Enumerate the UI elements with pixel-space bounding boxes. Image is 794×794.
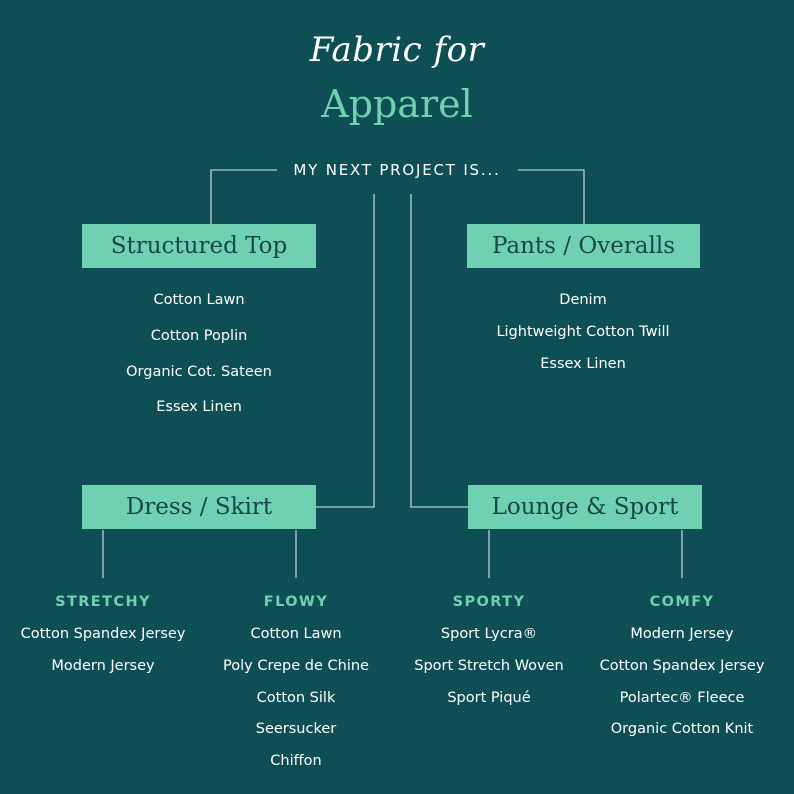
list-item: Essex Linen — [156, 399, 242, 415]
list-item: Seersucker — [255, 721, 337, 737]
list-item: Poly Crepe de Chine — [223, 658, 369, 674]
list-item: Cotton Poplin — [150, 328, 248, 344]
script-title: Fabric for — [309, 30, 485, 70]
category-box-dress-skirt: Dress / Skirt — [82, 485, 316, 529]
list-item: Cotton Lawn — [153, 292, 245, 308]
list-item: Lightweight Cotton Twill — [496, 324, 670, 340]
list-item: Sport Lycra® — [440, 626, 538, 642]
list-item: Essex Linen — [540, 356, 626, 372]
list-item: Organic Cot. Sateen — [126, 364, 272, 380]
connector-lounge-sport — [410, 194, 468, 508]
list-item: Cotton Spandex Jersey — [20, 626, 186, 642]
subheading-sporty: SPORTY — [452, 594, 526, 610]
list-item: Cotton Lawn — [250, 626, 342, 642]
list-item: Sport Stretch Woven — [414, 658, 564, 674]
list-item: Cotton Silk — [256, 690, 336, 706]
list-item: Organic Cotton Knit — [610, 721, 754, 737]
subheading-comfy: COMFY — [649, 594, 715, 610]
category-box-structured-top: Structured Top — [82, 224, 316, 268]
list-item: Cotton Spandex Jersey — [599, 658, 765, 674]
list-item: Denim — [559, 292, 607, 308]
subheading-flowy: FLOWY — [263, 594, 329, 610]
question-heading: MY NEXT PROJECT IS... — [293, 161, 501, 179]
category-box-lounge-sport: Lounge & Sport — [468, 485, 702, 529]
list-item: Chiffon — [270, 753, 322, 769]
subheading-stretchy: STRETCHY — [55, 594, 151, 610]
page-title: Apparel — [321, 82, 473, 126]
connector-structured-top — [210, 169, 277, 224]
list-item: Polartec® Fleece — [619, 690, 745, 706]
list-item: Modern Jersey — [630, 626, 734, 642]
connector-pants-overalls — [518, 169, 585, 224]
list-item: Sport Piqué — [447, 690, 531, 706]
connector-dress-skirt — [316, 194, 375, 508]
list-item: Modern Jersey — [51, 658, 155, 674]
category-box-pants-overalls: Pants / Overalls — [467, 224, 700, 268]
